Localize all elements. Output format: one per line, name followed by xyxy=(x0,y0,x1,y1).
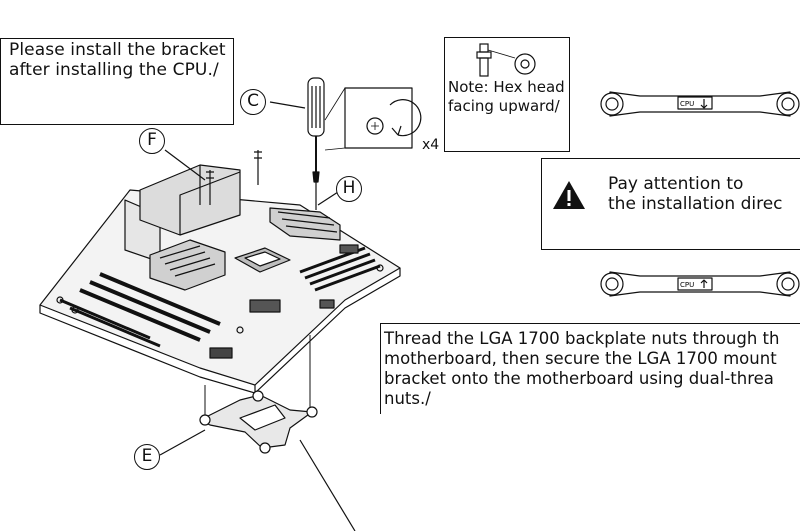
thread-line-1: Thread the LGA 1700 backplate nuts throu… xyxy=(384,329,780,348)
hex-note-line-1: Note: Hex head xyxy=(448,78,565,96)
label-h: H xyxy=(336,176,362,202)
hex-head-note-box: Note: Hex head facing upward/ xyxy=(444,37,570,152)
warning-line-1: Pay attention to xyxy=(608,174,744,194)
install-note-line-1: Please install the bracket xyxy=(9,40,226,60)
install-note-line-2: after installing the CPU./ xyxy=(9,60,219,80)
hex-note-line-2: facing upward/ xyxy=(448,97,560,115)
bracket-tag-bottom: CPU xyxy=(680,281,694,289)
hex-nut-icon xyxy=(476,43,536,77)
label-e: E xyxy=(134,444,160,470)
warning-icon xyxy=(553,181,585,209)
screwdriver-drawing xyxy=(307,77,325,183)
thread-line-4: nuts./ xyxy=(384,389,431,408)
warning-box: Pay attention to the installation direc xyxy=(541,158,800,250)
thread-line-2: motherboard, then secure the LGA 1700 mo… xyxy=(384,349,777,368)
warning-line-2: the installation direc xyxy=(608,194,783,214)
bracket-view-bottom xyxy=(600,271,800,297)
thread-instruction-box: Thread the LGA 1700 backplate nuts throu… xyxy=(380,323,800,414)
bracket-view-top xyxy=(600,91,800,117)
mounting-bracket-drawing xyxy=(199,390,318,454)
bracket-tag-top: CPU xyxy=(680,100,694,108)
motherboard-drawing xyxy=(39,164,401,394)
thread-line-3: bracket onto the motherboard using dual-… xyxy=(384,369,774,388)
label-f: F xyxy=(139,128,165,154)
install-note-box: Please install the bracket after install… xyxy=(0,38,234,125)
label-c: C xyxy=(240,89,266,115)
quantity-label: x4 xyxy=(422,137,440,153)
